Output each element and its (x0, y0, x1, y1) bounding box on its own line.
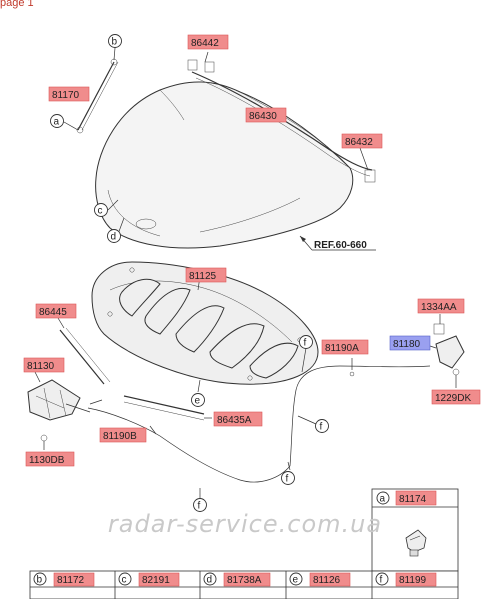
seal-strip-86445 (57, 317, 111, 385)
label-86432[interactable]: 86432 (341, 133, 383, 149)
hood-latch-81130 (27, 369, 91, 450)
svg-text:81190B: 81190B (103, 431, 137, 442)
svg-text:1334AA: 1334AA (421, 302, 457, 313)
legend-cell-c: c 82191 (118, 572, 180, 587)
svg-text:b: b (112, 37, 118, 48)
release-cable-81190A (289, 358, 431, 467)
svg-text:c: c (122, 575, 127, 586)
hood-panel (95, 81, 354, 249)
label-81125[interactable]: 81125 (185, 267, 227, 283)
callout-a[interactable]: a (50, 114, 64, 128)
release-handle-81180 (429, 314, 465, 388)
clip-icon-81174 (405, 529, 427, 557)
svg-text:81190A: 81190A (325, 343, 359, 354)
svg-text:a: a (54, 117, 60, 128)
label-1130DB[interactable]: 1130DB (25, 451, 75, 467)
svg-text:86430: 86430 (249, 111, 277, 122)
callout-f-top[interactable]: f (299, 335, 313, 349)
legend-cell-d: d 81738A (203, 572, 271, 587)
clip-86442 (187, 51, 215, 73)
svg-text:c: c (98, 206, 103, 217)
hood-stay-81170 (63, 47, 119, 134)
svg-text:81174: 81174 (399, 494, 427, 505)
svg-text:86435A: 86435A (217, 415, 252, 426)
release-cable-81190B (87, 399, 291, 483)
label-81170[interactable]: 81170 (48, 86, 90, 102)
clip-86432 (359, 147, 376, 183)
label-81180[interactable]: 81180 (389, 335, 431, 351)
svg-text:81199: 81199 (399, 575, 427, 586)
callout-b[interactable]: b (108, 34, 122, 48)
callout-c[interactable]: c (94, 203, 108, 217)
svg-text:81172: 81172 (57, 575, 85, 586)
callout-f-lower[interactable]: f (281, 471, 295, 485)
svg-text:f: f (380, 575, 383, 586)
svg-text:86432: 86432 (345, 137, 373, 148)
svg-text:86445: 86445 (39, 307, 67, 318)
label-86442[interactable]: 86442 (187, 34, 229, 50)
callout-d[interactable]: d (107, 229, 121, 243)
svg-text:f: f (198, 501, 201, 512)
label-86430[interactable]: 86430 (245, 107, 287, 123)
legend-cell-e: e 81126 (289, 572, 351, 587)
legend-table: a 81174 b 81172 c 82191 d (29, 488, 459, 599)
svg-text:f: f (320, 422, 323, 433)
seal-strip-86435A (123, 395, 212, 421)
callout-f-bottom[interactable]: f (193, 498, 207, 512)
hood-inner-panel (91, 261, 319, 393)
label-1229DK[interactable]: 1229DK (431, 389, 481, 405)
svg-text:81130: 81130 (27, 361, 55, 372)
svg-text:f: f (286, 474, 289, 485)
label-86445[interactable]: 86445 (35, 303, 77, 319)
svg-text:81738A: 81738A (227, 575, 262, 586)
svg-text:a: a (380, 494, 386, 505)
page-label: page 1 (0, 0, 34, 9)
svg-text:81126: 81126 (313, 575, 341, 586)
svg-text:e: e (293, 575, 299, 586)
legend-cell-b: b 81172 (33, 572, 95, 587)
label-81190A[interactable]: 81190A (321, 339, 369, 355)
label-1334AA[interactable]: 1334AA (417, 298, 465, 314)
label-81130[interactable]: 81130 (23, 357, 65, 373)
legend-cell-a: a 81174 (376, 490, 437, 557)
callout-f-right[interactable]: f (315, 419, 329, 433)
svg-text:d: d (111, 232, 117, 243)
callout-e[interactable]: e (191, 393, 205, 407)
svg-text:81125: 81125 (189, 271, 217, 282)
svg-text:b: b (37, 575, 43, 586)
svg-text:1229DK: 1229DK (435, 393, 471, 404)
label-86435A[interactable]: 86435A (213, 411, 263, 427)
reference-arrow: REF.60-660 (299, 235, 376, 251)
reference-text: REF.60-660 (314, 240, 367, 251)
svg-text:86442: 86442 (191, 38, 219, 49)
svg-text:d: d (207, 575, 213, 586)
svg-text:e: e (195, 396, 201, 407)
legend-cell-f: f 81199 (375, 572, 437, 587)
svg-text:81170: 81170 (52, 90, 80, 101)
label-81190B[interactable]: 81190B (99, 427, 147, 443)
svg-text:82191: 82191 (142, 575, 170, 586)
hood-seal-strip (191, 71, 373, 177)
svg-text:f: f (304, 338, 307, 349)
svg-text:81180: 81180 (393, 339, 421, 350)
svg-text:1130DB: 1130DB (29, 455, 65, 466)
